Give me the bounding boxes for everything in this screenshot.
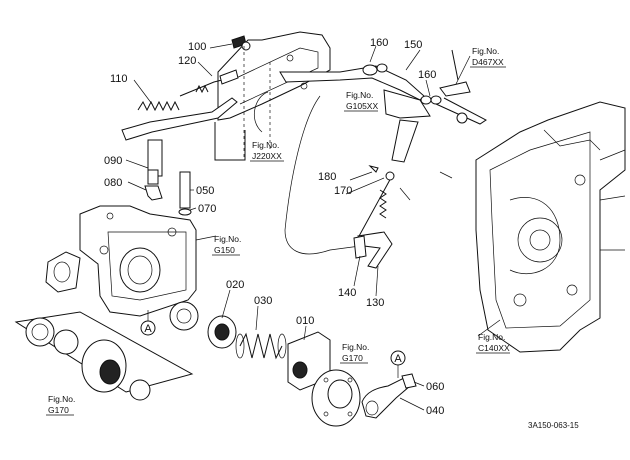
callout-100: 100 <box>188 41 206 53</box>
callout-110: 110 <box>110 73 128 85</box>
shaft-d467 <box>435 49 487 125</box>
callouts: 100 120 110 090 080 050 070 020 030 010 … <box>104 37 444 417</box>
fig-ref-number: D467XX <box>472 57 504 67</box>
bearing <box>169 301 199 331</box>
fig-ref-g170-center: Fig.No. G170 <box>340 342 369 364</box>
fig-ref-number: G150 <box>214 245 235 255</box>
fig-ref-number: C140XX <box>478 343 510 353</box>
pin-060 <box>401 373 417 389</box>
fig-ref-j220: Fig.No. J220XX <box>250 140 284 162</box>
callout-060: 060 <box>426 381 444 393</box>
fig-ref-number: G170 <box>342 353 363 363</box>
clevis-100 <box>231 35 251 51</box>
marker-a-left: A <box>140 320 156 336</box>
flange-g170 <box>311 369 361 427</box>
fig-ref-title: Fig.No. <box>472 46 499 56</box>
callout-180: 180 <box>318 171 336 183</box>
differential-g170 <box>14 311 194 401</box>
fig-ref-d467: Fig.No. D467XX <box>470 46 506 68</box>
reference-lines <box>243 46 453 255</box>
pin-050 <box>178 171 192 216</box>
fig-ref-g170-left: Fig.No. G170 <box>46 394 75 416</box>
seal-020 <box>207 315 237 349</box>
adjust-rod <box>357 165 395 239</box>
callout-040: 040 <box>426 405 444 417</box>
fig-ref-title: Fig.No. <box>346 90 373 100</box>
shift-fork-080 <box>144 169 163 201</box>
marker-a-right: A <box>390 350 406 366</box>
spring-030 <box>235 332 287 360</box>
marker-a-label: A <box>394 353 402 365</box>
fig-ref-title: Fig.No. <box>214 234 241 244</box>
rod-120 <box>179 69 239 97</box>
fig-ref-number: G105XX <box>346 101 378 111</box>
shift-fork-040 <box>361 377 411 419</box>
callout-070: 070 <box>198 203 216 215</box>
shift-lever-150 <box>279 65 431 163</box>
spring-110 <box>137 100 180 112</box>
fig-ref-g105: Fig.No. G105XX <box>344 90 378 112</box>
fig-ref-g150: Fig.No. G150 <box>212 234 241 256</box>
callout-050: 050 <box>196 185 214 197</box>
callout-030: 030 <box>254 295 272 307</box>
callout-130: 130 <box>366 297 384 309</box>
fig-ref-c140: Fig.No. C140XX <box>476 332 510 354</box>
front-case <box>45 205 197 317</box>
callout-160a: 160 <box>370 37 388 49</box>
leader-lines <box>125 43 501 411</box>
fig-ref-title: Fig.No. <box>342 342 369 352</box>
callout-120: 120 <box>178 55 196 67</box>
callout-020: 020 <box>226 279 244 291</box>
fig-ref-number: G170 <box>48 405 69 415</box>
callout-010: 010 <box>296 315 314 327</box>
fig-ref-title: Fig.No. <box>478 332 505 342</box>
callout-090: 090 <box>104 155 122 167</box>
callout-140: 140 <box>338 287 356 299</box>
marker-a-label: A <box>144 323 152 335</box>
transmission-case <box>475 101 626 353</box>
bracket-130 <box>353 231 393 269</box>
callout-160b: 160 <box>418 69 436 81</box>
callout-170: 170 <box>334 185 352 197</box>
fig-ref-title: Fig.No. <box>48 394 75 404</box>
lift-arm <box>121 97 238 177</box>
callout-080: 080 <box>104 177 122 189</box>
callout-150: 150 <box>404 39 422 51</box>
drawing-code: 3A150-063-15 <box>528 421 579 430</box>
fig-ref-title: Fig.No. <box>252 140 279 150</box>
fig-ref-number: J220XX <box>252 151 282 161</box>
